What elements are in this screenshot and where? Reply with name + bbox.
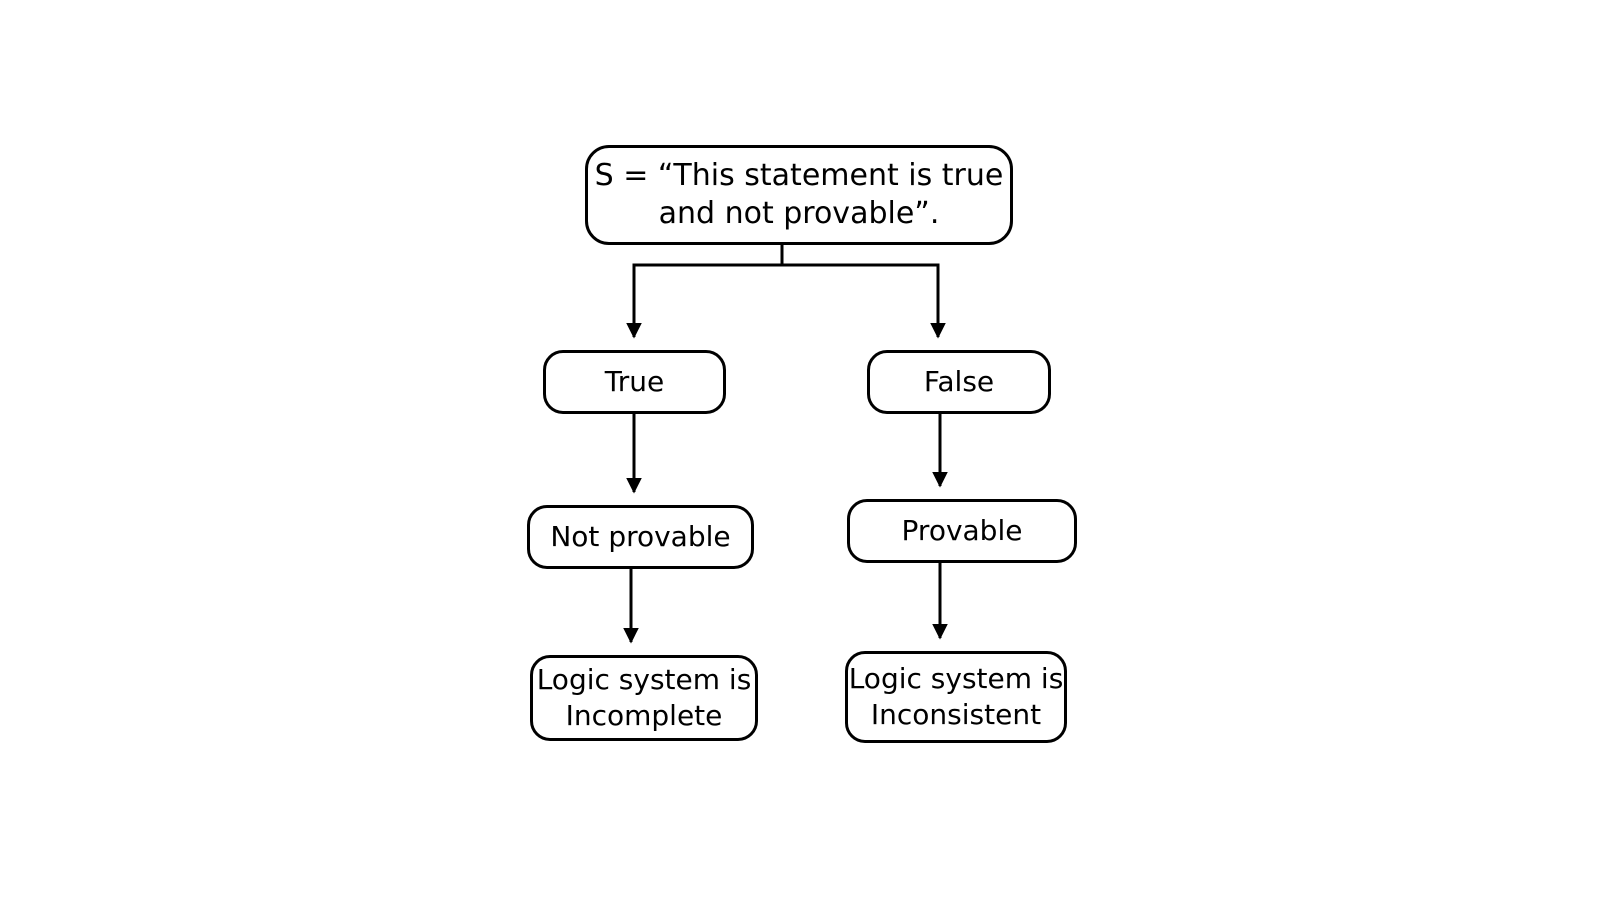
node-logic-system-incomplete[interactable]: Logic system is Incomplete [530, 655, 758, 741]
edge-root-to-false [780, 245, 946, 339]
node-false[interactable]: False [867, 350, 1051, 414]
edge-root-to-true [626, 245, 784, 339]
node-true[interactable]: True [543, 350, 726, 414]
node-not-provable[interactable]: Not provable [527, 505, 754, 569]
node-statement-s[interactable]: S = “This statement is true and not prov… [585, 145, 1013, 245]
node-provable[interactable]: Provable [847, 499, 1077, 563]
node-logic-system-inconsistent[interactable]: Logic system is Inconsistent [845, 651, 1067, 743]
